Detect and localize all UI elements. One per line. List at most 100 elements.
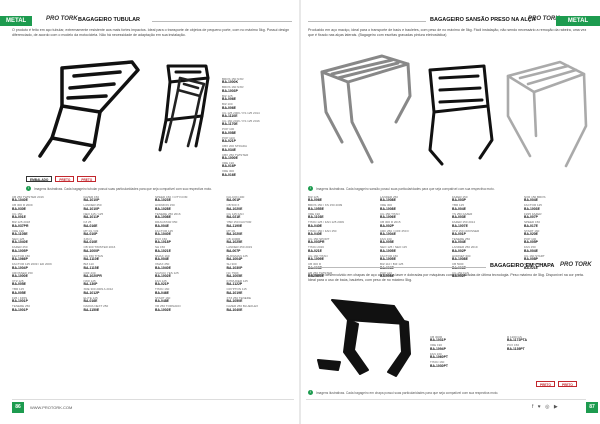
spec-code: BA-1040E xyxy=(12,240,28,245)
spec-code: BA-048E xyxy=(155,299,169,304)
spec-code: BA-1040E xyxy=(155,232,171,237)
spec-code: BA-1007E xyxy=(452,223,468,228)
footer-url[interactable]: WWW.PROTORK.COM xyxy=(30,405,73,410)
spec-model: LANDER 250 2019 xyxy=(452,245,478,250)
spec-model: CB 250 TWISTER 2016 xyxy=(12,195,44,199)
spec-model: FACTOR 150 xyxy=(380,253,398,258)
spec-model: TITAN 2016 xyxy=(308,245,324,250)
spec-code: BA-001E xyxy=(12,215,26,220)
spec-model: YBR 125 xyxy=(452,203,465,208)
spec-code: BA-010P xyxy=(83,232,98,237)
spec-model: TENERE 250 xyxy=(12,304,31,309)
spec-code: BA-1006E xyxy=(380,215,396,220)
spec-model: SH 150 xyxy=(155,245,166,250)
spec-code: BA-005E xyxy=(12,282,26,287)
spec-model: FAZER 150 2014 xyxy=(452,220,476,225)
spec-model: BIZ 110 / BIZ 125 xyxy=(380,262,404,267)
spec-model: SPEED 150 / CITYCOM xyxy=(155,195,188,199)
spec-model: XTZ 125 xyxy=(12,279,24,284)
spec-model: FZ25 FAZER xyxy=(524,211,542,216)
badge-embalado: EMBALADO xyxy=(26,176,53,182)
sansao-rack-image-3 xyxy=(500,56,590,176)
spec-code: BA-1020PR xyxy=(83,274,102,279)
spec-model: TITAN 160 xyxy=(155,287,170,292)
left-page: METAL PRO TORK BAGAGEIRO TUBULAR O produ… xyxy=(0,16,295,413)
spec-model: CG 160 TITAN xyxy=(308,253,328,258)
spec-model: BROS 150 / KS 150 2009 xyxy=(308,203,343,208)
spec-model: SPEED 150 xyxy=(524,220,541,225)
spec-model: FALCON 400 xyxy=(226,195,245,199)
spec-model: NEO 125 xyxy=(12,237,25,242)
footer-rule xyxy=(12,399,294,400)
spec-model: INTRUDER 125 xyxy=(226,279,248,284)
spec-model: CG 125 FAN xyxy=(226,211,244,216)
spec-code: BA-010E xyxy=(83,240,98,245)
spec-code: BA-004E xyxy=(155,223,169,228)
spec-model: START 160 xyxy=(155,295,171,300)
spec-code: BA-1021E xyxy=(155,248,171,253)
social-icons[interactable]: f ♥ ◎ ▶ xyxy=(532,404,560,410)
spec-model: NMAX 160 xyxy=(155,253,170,258)
spec-code: BA-1001P xyxy=(12,299,28,304)
spec-code: BA-002P xyxy=(452,274,466,279)
spec-model: LANDER 250 xyxy=(83,203,102,208)
spec-code: BA-1008E xyxy=(380,198,396,203)
spec-code: BA-017E xyxy=(524,223,538,228)
info-icon: i xyxy=(26,186,31,191)
spec-model: CRF 250 / CRF 250 F xyxy=(380,228,410,233)
spec-model: CRF 230 xyxy=(83,270,96,275)
badge-preto-1: PRETO xyxy=(536,381,555,387)
spec-model: MT 03 / R3 xyxy=(83,228,99,233)
spec-code: BA-005E xyxy=(12,290,26,295)
spec-model: FAZER 250 xyxy=(12,245,28,250)
sansao-rack-image-2 xyxy=(410,60,500,170)
spec-code: BA-004E xyxy=(524,248,538,253)
spec-code: BA-020E xyxy=(524,232,538,237)
spec-model: BIZ 125 2018 xyxy=(12,220,31,225)
note-text: Imagens ilustrativas. Cada bagageiro tub… xyxy=(34,186,213,191)
spec-code: BA-1010P xyxy=(83,206,100,211)
spec-model: CG 150 xyxy=(12,211,23,216)
spec-model: BIZ 110 xyxy=(83,262,94,267)
right-page: BAGAGEIRO SANSÃO PRESO NA ALÇA PRO TORK … xyxy=(300,0,600,424)
illustrative-note: i Imagens ilustrativas. Cada bagageiro s… xyxy=(308,186,495,191)
spec-code: BA-1115E xyxy=(83,265,99,270)
chapa-note: i Imagens ilustrativas. Cada bagageiro e… xyxy=(308,390,498,395)
spec-model: XMAX 250 xyxy=(155,262,170,267)
spec-model: CG 150 TITAN xyxy=(380,211,400,216)
section-intro: Produzido em aço maciço, ideal para o tr… xyxy=(308,28,587,37)
spec-code: BA-1025E xyxy=(226,240,243,245)
spec-code: BA-040E xyxy=(308,223,322,228)
